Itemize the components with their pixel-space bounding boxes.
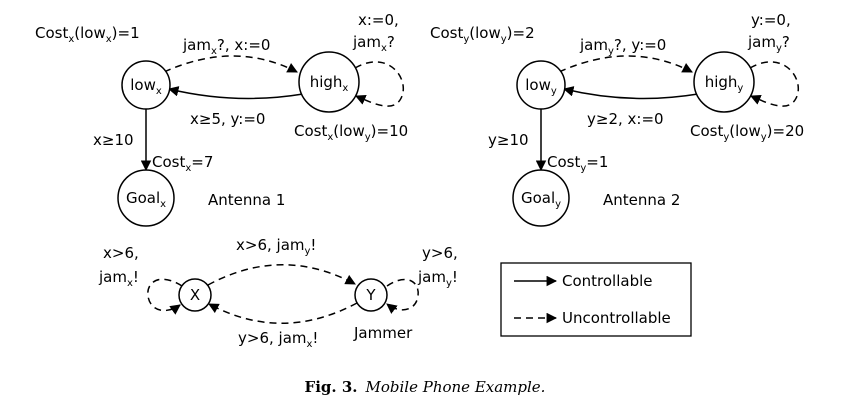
y-self-label-1: y>6, <box>422 244 458 262</box>
lowy-cost-label: Costy(lowy)=2 <box>430 24 535 45</box>
guard-goaly-label: y≥10 <box>488 131 529 149</box>
highx-self-label-1: x:=0, <box>358 11 399 29</box>
legend-box <box>500 262 692 337</box>
x-self-label-1: x>6, <box>103 244 139 262</box>
node-low-y <box>516 60 566 110</box>
goalx-cost-label: Costx=7 <box>152 153 213 174</box>
node-x <box>178 278 212 312</box>
edge-lowx-highx-jam <box>163 55 298 73</box>
highx-lowx-back-label: x≥5, y:=0 <box>190 110 265 128</box>
edge-highy-lowy-back <box>562 86 699 100</box>
node-goal-x <box>117 169 175 227</box>
edge-highx-lowx-back <box>167 86 304 100</box>
lowx-cost-label: Costx(lowx)=1 <box>35 24 140 45</box>
figure-caption: Fig. 3.Mobile Phone Example. <box>305 378 546 396</box>
highx-cost-label: Costx(lowy)=10 <box>294 122 408 143</box>
highy-self-label-1: y:=0, <box>751 11 791 29</box>
jammer-title: Jammer <box>353 324 413 342</box>
edge-lowy-highy-jam <box>558 55 693 73</box>
antenna-1-title: Antenna 1 <box>208 191 285 209</box>
node-low-x-label: lowx <box>130 76 162 97</box>
x-to-y-label: x>6, jamy! <box>236 236 316 257</box>
node-low-x <box>121 60 171 110</box>
jam-to-highx-label: jamx?, x:=0 <box>182 36 270 57</box>
node-goal-x-label: Goalx <box>126 189 166 210</box>
legend-uncontrollable: Uncontrollable <box>562 309 671 327</box>
legend: Controllable Uncontrollable <box>500 262 692 337</box>
y-self-label-2: jamy! <box>417 268 458 289</box>
edge-highx-self <box>354 61 405 107</box>
guard-goalx-label: x≥10 <box>93 131 134 149</box>
x-self-label-2: jamx! <box>98 268 139 289</box>
edge-y-self <box>386 278 419 314</box>
node-high-y <box>693 51 755 113</box>
highy-cost-label: Costy(lowy)=20 <box>690 122 804 143</box>
node-x-label: X <box>190 286 200 304</box>
jam-to-highy-label: jamy?, y:=0 <box>579 36 666 57</box>
edge-x-self <box>147 278 183 315</box>
node-goal-y-label: Goaly <box>521 189 561 210</box>
edge-x-y-jamy <box>207 264 356 286</box>
node-high-y-label: highy <box>705 73 744 94</box>
node-y <box>354 278 388 312</box>
node-high-x <box>298 51 360 113</box>
legend-controllable: Controllable <box>562 272 653 290</box>
node-goal-y <box>512 169 570 227</box>
jammer: X Y x>6, jamx! x>6, jamy! y>6, jamy! y>6… <box>98 236 458 350</box>
edge-highy-self <box>749 61 800 107</box>
edge-y-x-jamx <box>208 302 358 324</box>
highy-self-label-2: jamy? <box>747 33 790 54</box>
node-high-x-label: highx <box>310 73 349 94</box>
highy-lowy-back-label: y≥2, x:=0 <box>587 110 664 128</box>
antenna-1: lowx highx Goalx Costx(lowx)=1 jamx?, x:… <box>35 11 408 227</box>
node-low-y-label: lowy <box>525 76 557 97</box>
antenna-2: lowy highy Goaly Costy(lowy)=2 jamy?, y:… <box>430 11 804 227</box>
y-to-x-label: y>6, jamx! <box>238 329 318 350</box>
antenna-2-title: Antenna 2 <box>603 191 680 209</box>
highx-self-label-2: jamx? <box>352 33 395 54</box>
node-y-label: Y <box>365 286 376 304</box>
goaly-cost-label: Costy=1 <box>547 153 608 174</box>
